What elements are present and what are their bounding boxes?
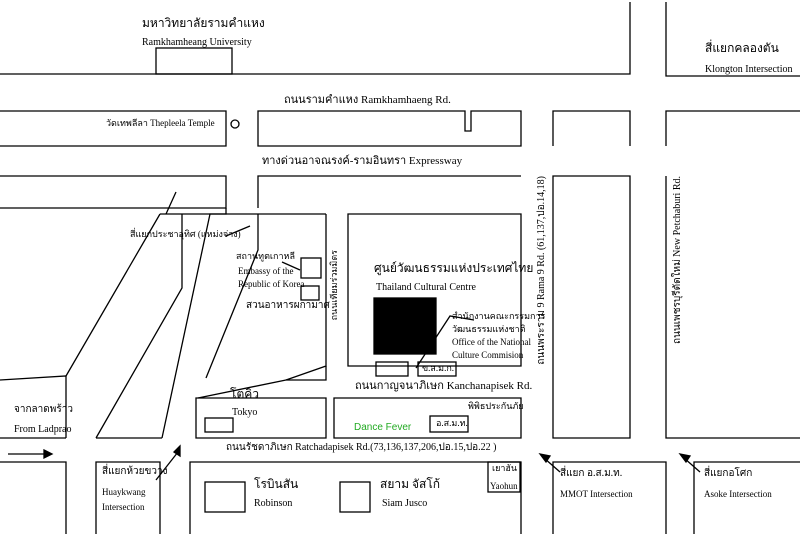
block-expressway-far [665, 176, 800, 439]
ramkhamhaeng-road-label: ถนนรามคำแหง Ramkhamhaeng Rd. [284, 94, 451, 106]
ratchadapisek-road-label: ถนนรัชดาภิเษก Ratchadapisek Rd.(73,136,1… [226, 442, 497, 453]
block-top-right [665, 2, 800, 77]
block-ramkhamhaeng-left [0, 110, 227, 147]
mmot-en: MMOT Intersection [560, 489, 633, 499]
siam-jusco-th: สยาม จัสโก้ [380, 477, 441, 491]
asoke-en: Asoke Intersection [704, 489, 772, 499]
tiam-ruam-mit-road-label: ถนนเทียมร่วมมิตร [329, 250, 339, 321]
expressway-pointer [165, 191, 177, 215]
kanchanapisek-road-label: ถนนกาญจนาภิเษก Kanchanapisek Rd. [355, 380, 533, 392]
block-expressway-mid [257, 175, 521, 208]
ramkhamhaeng-university-th: มหาวิทยาลัยรามคำแหง [142, 16, 265, 30]
suan-ahan-label: สวนอาหารผกามาศ [246, 300, 330, 311]
lower-left-block [197, 366, 327, 399]
korea-embassy-th: สถานทูตเกาหลี [236, 251, 295, 261]
block-expressway-left [0, 175, 227, 209]
block-expressway-right [552, 175, 631, 439]
diagonal-road-edge-6 [285, 214, 327, 381]
korea-embassy-en-1: Embassy of the [238, 266, 294, 276]
robinson-en: Robinson [254, 498, 293, 509]
bottom-far-block [693, 461, 800, 534]
asoke-arrowhead [678, 453, 692, 464]
phiphit-label: พิพิธประกันภัย [468, 401, 524, 411]
onc-en-1: Office of the National [452, 337, 532, 347]
diagonal-road-edge-2 [95, 214, 183, 439]
korea-embassy-en-2: Republic of Korea [238, 279, 305, 289]
korea-pointer [281, 261, 301, 271]
yaohan-building [487, 461, 521, 493]
diagonal-road-edge-5 [205, 214, 259, 379]
new-petchaburi-road-label: ถนนเพชรบุรีตัดใหม่ New Petchaburi Rd. [672, 176, 683, 344]
onc-pointer [415, 315, 475, 369]
ramkhamhaeng-university-en: Ramkhamheang University [142, 37, 252, 48]
bottom-mid-block [189, 461, 522, 534]
mmot-arrowhead [538, 453, 552, 464]
yaohan-en: Yaohun [490, 481, 518, 491]
cultural-centre-th: ศูนย์วัฒนธรรมแห่งประเทศไทย [374, 261, 534, 275]
block-ramkhamhaeng-far [665, 110, 800, 146]
cultural-centre-en: Thailand Cultural Centre [376, 282, 476, 293]
or-sor-mor-tor-label: อ.ส.ม.ท. [436, 418, 468, 428]
ladprao-arrowhead [43, 448, 54, 460]
diagonal-road-edge-4 [161, 213, 258, 439]
dance-fever-label: Dance Fever [354, 422, 412, 433]
huaykwang-arrowhead [172, 444, 181, 458]
klongton-th: สี่แยกคลองตัน [705, 41, 779, 55]
korea-embassy-building [300, 257, 322, 279]
diagonal-road-outer [160, 208, 227, 215]
block-ramkhamhaeng-mid [257, 110, 522, 147]
ladprao-th: จากลาดพร้าว [14, 404, 73, 415]
huaykwang-arrow [155, 451, 179, 481]
expressway-label: ทางด่วนอาจณรงค์-รามอินทรา Expressway [262, 155, 463, 167]
onc-en-2: Culture Commision [452, 350, 524, 360]
rama9-road-label: ถนนพระราม 9 Rama 9 Rd. (61,137,ปอ.14,18) [536, 176, 547, 365]
suan-ahan-building [300, 285, 320, 301]
khor-sor-mor-kor-label: ข.ส.ม.ก. [422, 363, 455, 373]
asoke-th: สี่แยกอโศก [704, 468, 753, 479]
tokyu-th: โตคิว [230, 387, 260, 401]
thepleela-temple-label: วัดเทพลีลา Thepleela Temple [106, 118, 215, 128]
mmot-th: สี่แยก อ.ส.ม.ท. [560, 468, 623, 479]
ramkhamhaeng-university-building [155, 47, 233, 75]
tokyu-building [204, 417, 234, 433]
robinson-building [204, 481, 246, 513]
huaykwang-th: สี่แยกห้วยขวาง [102, 466, 168, 477]
lower-left-block-2 [195, 397, 327, 439]
ladprao-en: From Ladprao [14, 424, 72, 435]
bottom-right-block [552, 461, 667, 534]
khor-sor-mor-kor-box [375, 361, 409, 377]
cultural-centre-block [347, 213, 522, 367]
onc-th-1: สำนักงานคณะกรรมการ [452, 311, 546, 321]
pracha-uthit-label: สี่แยกประชาอุทิศ (แหม่งจ่าง) [130, 229, 241, 239]
tokyu-en: Tokyo [232, 407, 258, 418]
or-sor-mor-tor-box [429, 415, 469, 433]
thepleela-temple-marker [230, 119, 240, 129]
klongton-en: Klongton Intersection [705, 64, 793, 75]
huaykwang-en-2: Intersection [102, 502, 145, 512]
diagonal-road-edge-1 [65, 213, 161, 377]
robinson-th: โรบินสัน [254, 477, 299, 491]
pracha-uthit-pointer [225, 225, 251, 237]
bottom-left-block [0, 461, 161, 534]
huaykwang-en-1: Huaykwang [102, 487, 146, 497]
onc-building [373, 297, 437, 355]
onc-th-2: วัฒนธรรมแห่งชาติ [452, 324, 526, 334]
kanchanapisek-block [333, 397, 522, 439]
siam-jusco-building [339, 481, 371, 513]
siam-jusco-en: Siam Jusco [382, 498, 428, 509]
yaohan-th: เยาฮัน [492, 463, 518, 473]
block-top-left [0, 2, 631, 75]
block-ramkhamhaeng-right [552, 110, 631, 146]
khor-sor-mor-kor-label-box [417, 361, 457, 377]
